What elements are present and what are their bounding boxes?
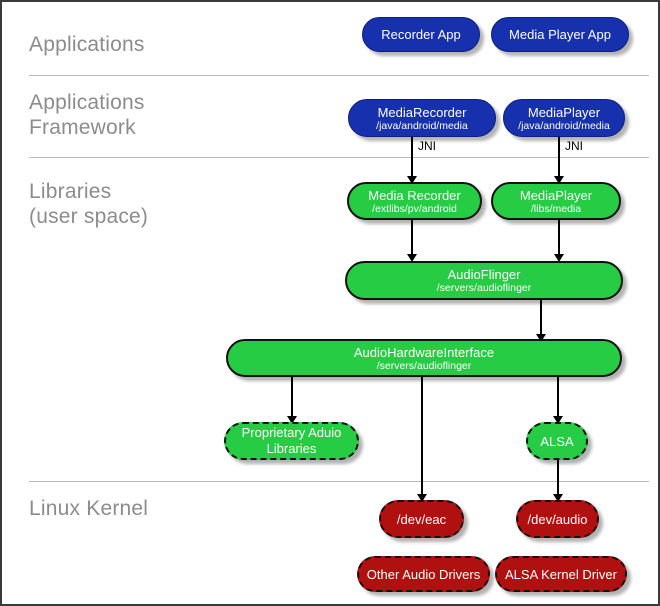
arrowhead-mediaplayer-jni	[554, 176, 564, 184]
node-media-player-library-path: /libs/media	[530, 202, 582, 215]
divider-kernel	[29, 481, 649, 482]
node-alsa-title: ALSA	[540, 433, 574, 449]
node-proprietary-audio-libraries-title: Proprietary Aduio	[241, 425, 342, 440]
connector-ahi-alsa	[557, 377, 559, 422]
connector-mediaplayerlib-audioflinger	[558, 220, 560, 260]
node-mediarecorder-framework-path: /java/android/media	[376, 119, 468, 132]
node-media-player-app-title: Media Player App	[509, 27, 611, 42]
node-media-recorder-library-title: Media Recorder	[368, 187, 461, 203]
node-alsa[interactable]: ALSA	[526, 422, 588, 460]
divider-applications	[29, 75, 649, 76]
node-mediaplayer-framework[interactable]: MediaPlayer /java/android/media	[503, 99, 625, 137]
arrowhead-audioflinger-audiohardwareinterface	[536, 334, 546, 342]
node-audiohardwareinterface-title: AudioHardwareInterface	[353, 344, 495, 360]
arrowhead-mediaplayerlib-audioflinger	[554, 254, 564, 262]
divider-framework	[29, 157, 649, 158]
node-dev-audio[interactable]: /dev/audio	[516, 500, 599, 538]
arrowhead-alsa-devaudio	[553, 494, 563, 502]
layer-label-linux-kernel: Linux Kernel	[29, 497, 149, 520]
node-alsa-kernel-driver-title: ALSA Kernel Driver	[505, 566, 617, 582]
node-dev-audio-title: /dev/audio	[527, 511, 588, 527]
connector-mediarecorder-jni	[411, 137, 413, 182]
node-recorder-app-title: Recorder App	[381, 27, 461, 42]
node-audioflinger-title: AudioFlinger	[447, 267, 521, 282]
arrowhead-mediarecorder-jni	[407, 176, 417, 184]
node-proprietary-audio-libraries-line2: Libraries	[266, 441, 317, 456]
arrowhead-ahi-alsa	[553, 416, 563, 424]
layer-label-libraries: Libraries (user space)	[29, 180, 149, 228]
node-audioflinger-path: /servers/audioflinger	[436, 282, 532, 294]
arrowhead-ahi-proprietary	[287, 416, 297, 424]
node-media-recorder-library[interactable]: Media Recorder /extlibs/pv/android	[347, 182, 482, 220]
node-media-recorder-library-path: /extlibs/pv/android	[372, 202, 457, 215]
node-proprietary-audio-libraries[interactable]: Proprietary Aduio Libraries	[224, 422, 359, 460]
connector-audioflinger-audiohardwareinterface	[540, 300, 542, 340]
layer-label-applications-framework: Applications Framework	[29, 91, 145, 139]
node-mediarecorder-framework[interactable]: MediaRecorder /java/android/media	[348, 99, 496, 137]
arrowhead-ahi-deveac	[417, 494, 427, 502]
node-media-player-app[interactable]: Media Player App	[491, 17, 629, 52]
node-mediarecorder-framework-title: MediaRecorder	[377, 104, 467, 120]
node-alsa-kernel-driver[interactable]: ALSA Kernel Driver	[495, 556, 627, 592]
node-other-audio-drivers-title: Other Audio Drivers	[366, 566, 481, 582]
node-mediaplayer-framework-path: /java/android/media	[518, 119, 610, 132]
node-audioflinger[interactable]: AudioFlinger /servers/audioflinger	[345, 261, 623, 300]
node-other-audio-drivers[interactable]: Other Audio Drivers	[357, 556, 490, 592]
connector-ahi-deveac	[421, 377, 423, 499]
node-recorder-app[interactable]: Recorder App	[362, 17, 480, 52]
edge-label-jni-left: JNI	[418, 139, 436, 153]
node-mediaplayer-framework-title: MediaPlayer	[527, 104, 601, 120]
edge-label-jni-right: JNI	[565, 139, 583, 153]
connector-ahi-proprietary	[291, 377, 293, 422]
node-media-player-library-title: MediaPlayer	[519, 187, 593, 203]
node-dev-eac-title: /dev/eac	[396, 511, 447, 527]
arrowhead-mediarecorderlib-audioflinger	[407, 254, 417, 262]
layer-label-applications: Applications	[29, 33, 145, 56]
node-media-player-library[interactable]: MediaPlayer /libs/media	[491, 182, 621, 220]
node-dev-eac[interactable]: /dev/eac	[379, 500, 464, 538]
connector-mediarecorderlib-audioflinger	[411, 220, 413, 260]
connector-alsa-devaudio	[557, 458, 559, 500]
node-audiohardwareinterface-path: /servers/audioflinger	[376, 359, 472, 372]
connector-mediaplayer-jni	[558, 137, 560, 182]
node-audiohardwareinterface[interactable]: AudioHardwareInterface /servers/audiofli…	[226, 339, 622, 377]
